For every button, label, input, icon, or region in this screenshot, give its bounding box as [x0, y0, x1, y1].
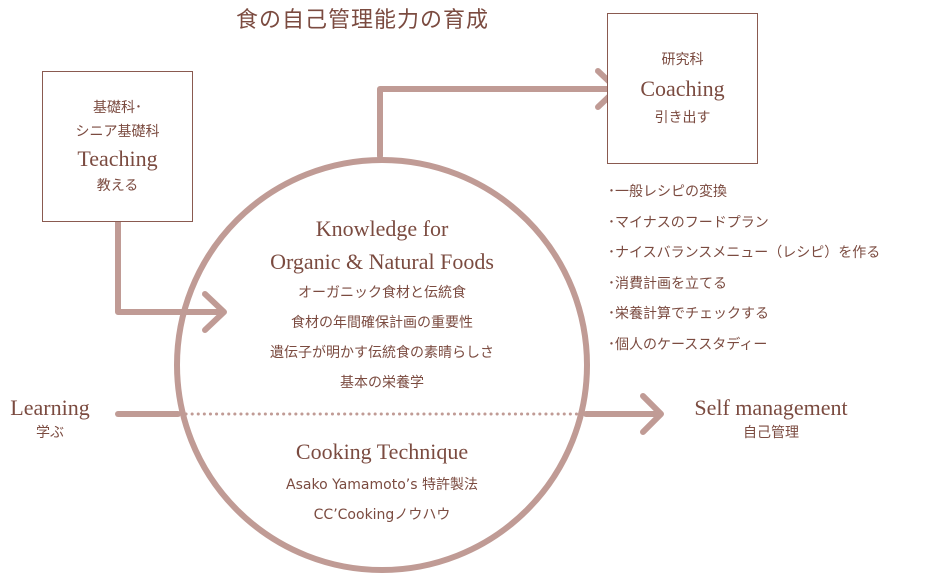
learning-jp: 学ぶ: [36, 425, 64, 441]
knowledge-section: Knowledge for Organic & Natural Foods オー…: [182, 212, 582, 398]
list-item: ･個人のケーススタディー: [608, 336, 768, 353]
list-item: ･消費計画を立てる: [608, 275, 727, 292]
diagram-title: 食の自己管理能力の育成: [236, 8, 490, 33]
cooking-item: Asako Yamamoto’s 特許製法: [286, 477, 478, 493]
coaching-box: 研究科 Coaching 引き出す: [607, 13, 758, 164]
central-circle: [174, 157, 590, 573]
learning-en: Learning: [10, 395, 90, 420]
teaching-en: Teaching: [77, 145, 158, 171]
coaching-items: ･一般レシピの変換 ･マイナスのフードプラン ･ナイスバランスメニュー（レシピ）…: [608, 177, 880, 360]
teaching-line2: シニア基礎科: [75, 123, 160, 140]
knowledge-title-2: Organic & Natural Foods: [270, 249, 494, 274]
knowledge-item: オーガニック食材と伝統食: [298, 285, 466, 301]
teaching-jp: 教える: [96, 177, 139, 194]
self-management-label: Self management 自己管理: [676, 394, 866, 442]
list-item: ･マイナスのフードプラン: [608, 214, 769, 231]
knowledge-title-1: Knowledge for: [315, 216, 449, 241]
learning-label: Learning 学ぶ: [0, 394, 100, 442]
arrow-teaching-head: [202, 291, 227, 333]
list-item: ･栄養計算でチェックする: [608, 306, 769, 322]
cooking-item: CC’Cookingノウハウ: [313, 507, 451, 523]
knowledge-item: 食材の年間確保計画の重要性: [291, 315, 473, 331]
coaching-line1: 研究科: [661, 51, 704, 68]
coaching-en: Coaching: [640, 75, 725, 101]
coaching-jp: 引き出す: [654, 109, 711, 126]
self-management-en: Self management: [694, 395, 848, 420]
arrow-self-management-head: [640, 393, 664, 435]
cooking-section: Cooking Technique Asako Yamamoto’s 特許製法 …: [182, 434, 582, 530]
cooking-title: Cooking Technique: [295, 439, 469, 464]
arrow-circle-to-coaching: [377, 86, 619, 159]
teaching-line1: 基礎科･: [93, 99, 142, 116]
list-item: ･ナイスバランスメニュー（レシピ）を作る: [608, 245, 881, 261]
teaching-box: 基礎科･ シニア基礎科 Teaching 教える: [42, 71, 193, 222]
knowledge-item: 基本の栄養学: [340, 375, 424, 391]
list-item: ･一般レシピの変換: [608, 184, 727, 200]
knowledge-item: 遺伝子が明かす伝統食の素晴らしさ: [270, 345, 494, 361]
self-management-jp: 自己管理: [743, 425, 799, 441]
arrow-teaching-to-circle: [115, 219, 225, 315]
